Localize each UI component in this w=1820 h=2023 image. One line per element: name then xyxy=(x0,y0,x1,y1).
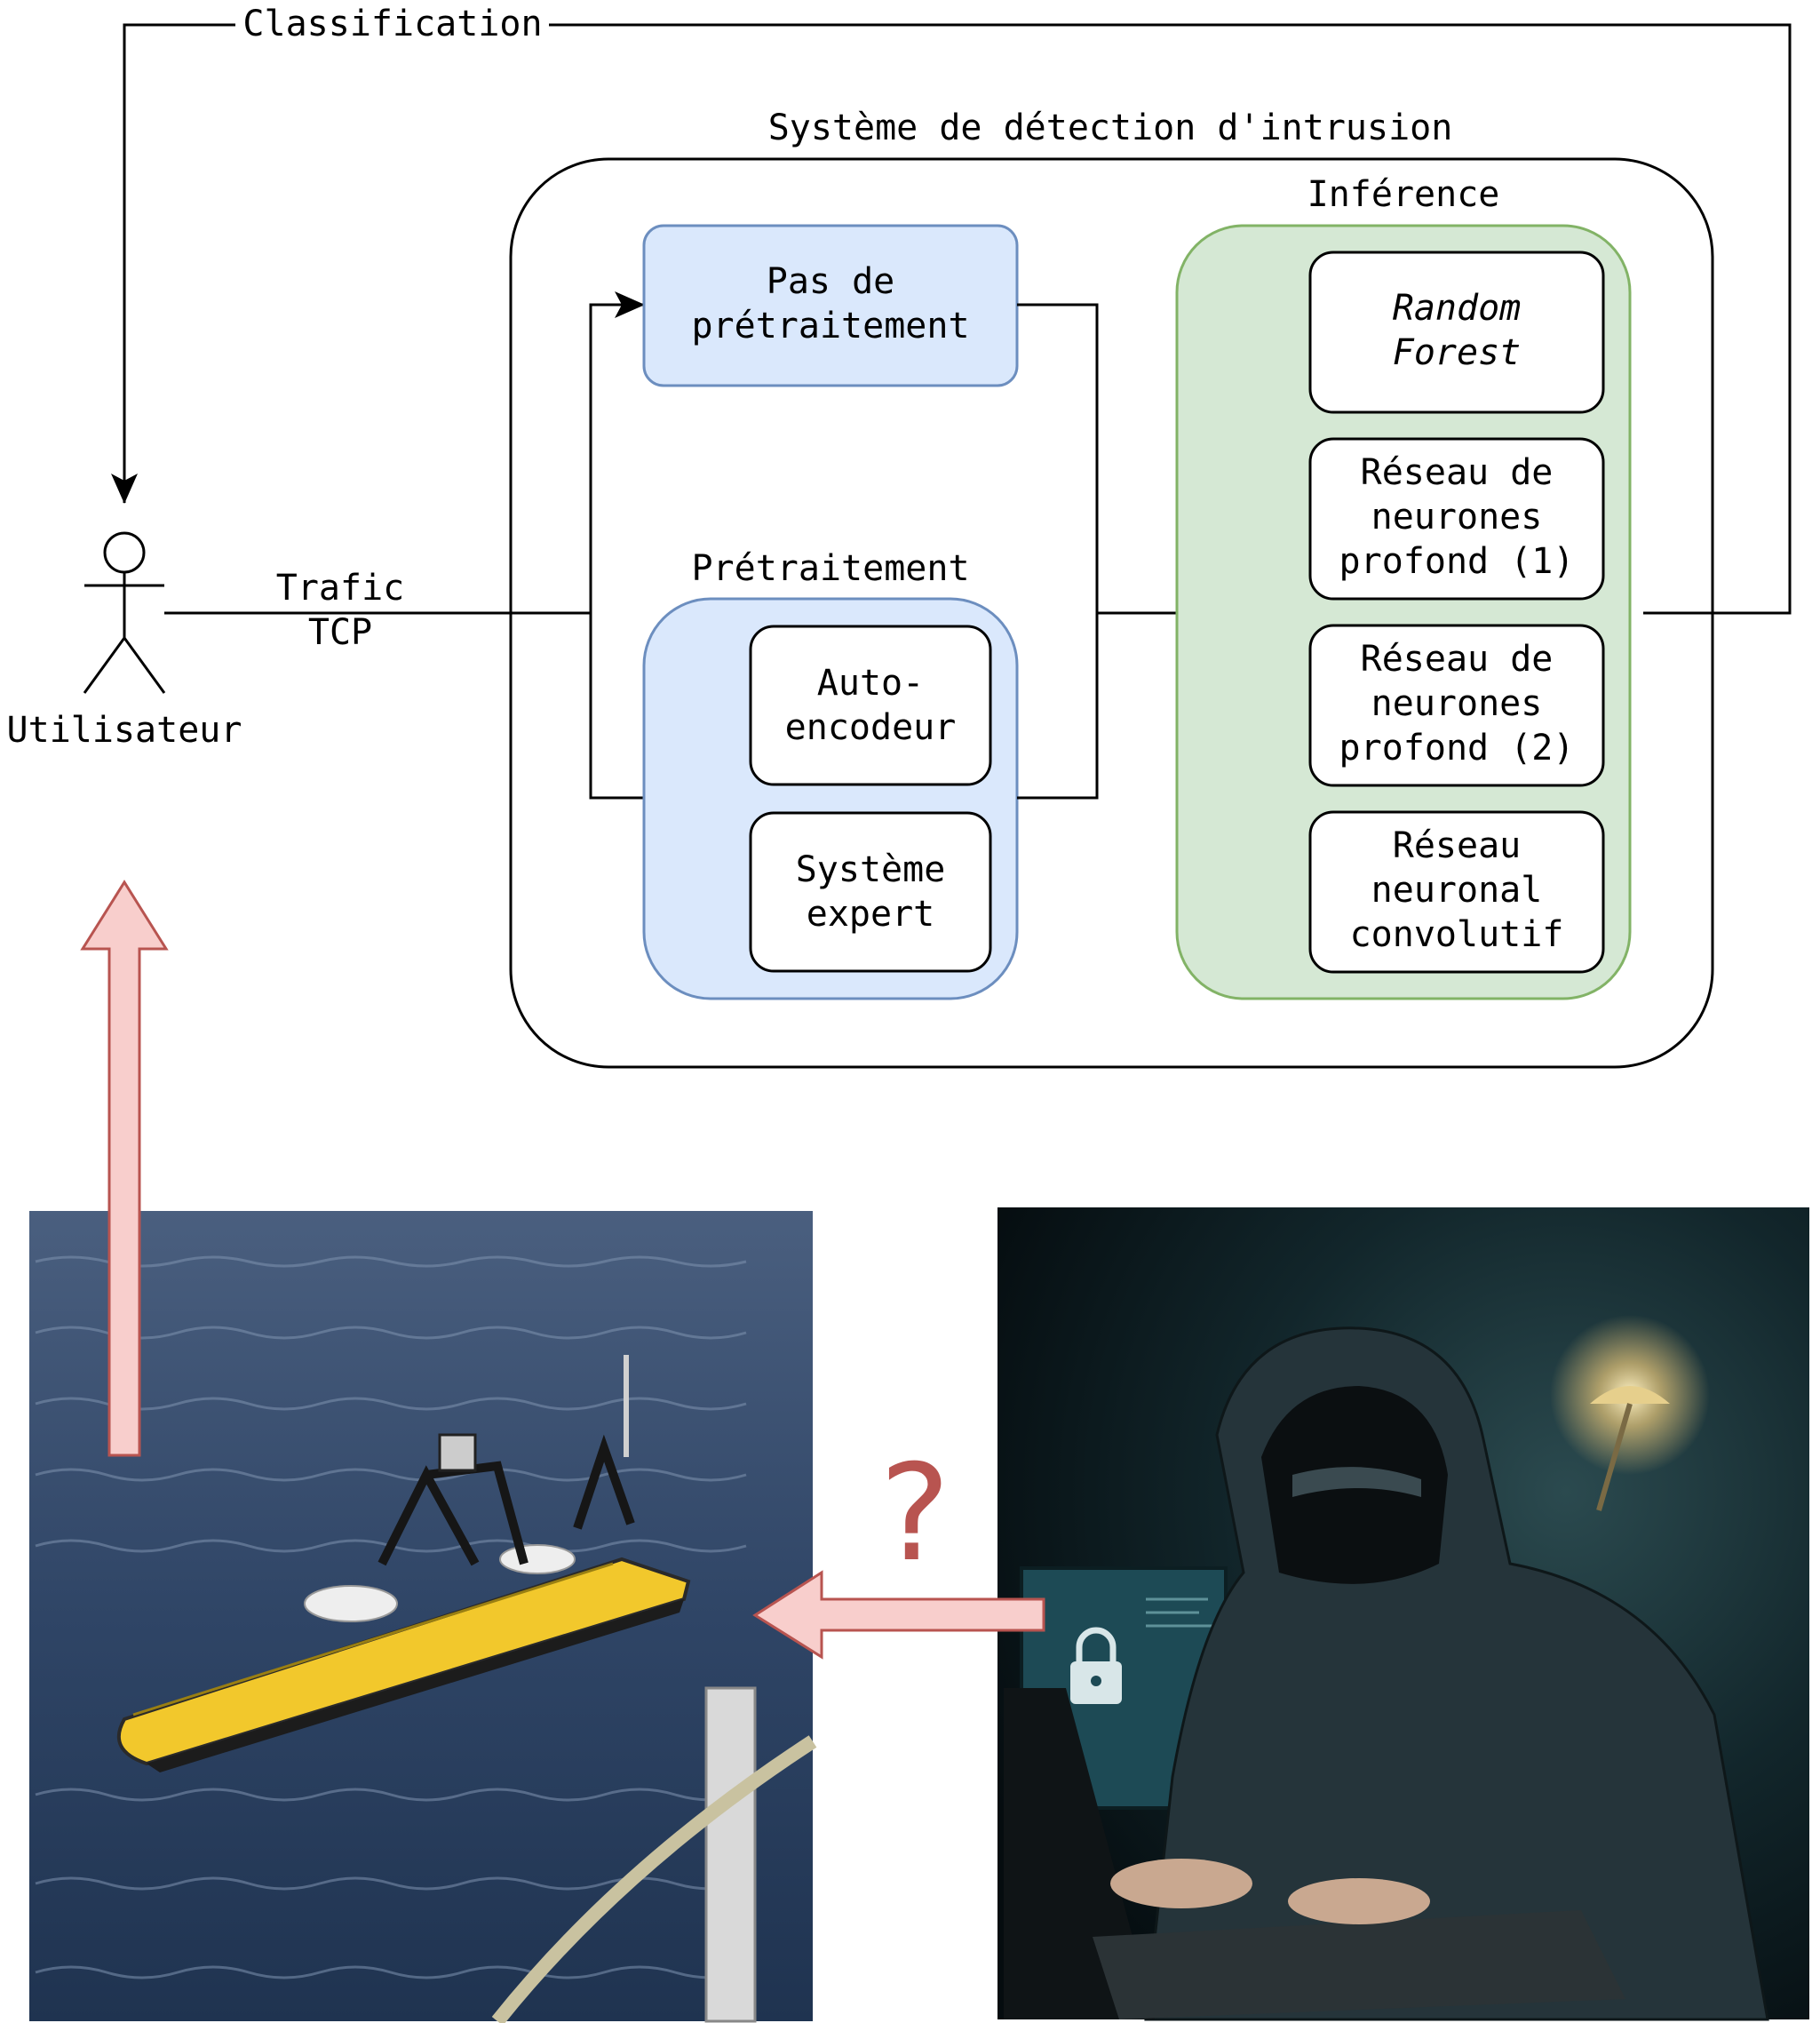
autoencoder-line1: Auto- xyxy=(817,663,924,704)
traffic-label-line1: Trafic xyxy=(276,568,405,609)
autoencoder-line2: encodeur xyxy=(785,707,957,748)
random-forest-line2: Forest xyxy=(1393,332,1522,373)
hacker-to-boat-arrow xyxy=(752,1570,1045,1660)
dnn1-line3: profond (1) xyxy=(1339,541,1575,582)
traffic-label-line2: TCP xyxy=(308,612,372,653)
dnn2-box xyxy=(1308,624,1605,787)
cnn-line3: convolutif xyxy=(1350,914,1564,955)
question-mark: ? xyxy=(879,1437,950,1591)
lock-icon xyxy=(1070,1627,1122,1704)
dnn2-line1: Réseau de xyxy=(1361,639,1554,680)
no-preprocessing-line1: Pas de xyxy=(767,261,895,302)
inference-group xyxy=(1175,224,1632,1000)
dnn1-box xyxy=(1308,437,1605,601)
classification-loop: Classification xyxy=(111,4,1792,615)
classification-label: Classification xyxy=(242,4,542,44)
random-forest-line1: Random xyxy=(1393,288,1522,329)
dnn1-line2: neurones xyxy=(1371,497,1543,538)
dnn2-line3: profond (2) xyxy=(1339,728,1575,769)
user-actor-icon xyxy=(83,531,166,694)
cnn-line2: neuronal xyxy=(1371,870,1543,911)
boat-photo xyxy=(29,1211,817,2023)
expert-system-box xyxy=(749,811,992,973)
no-preprocessing-line2: prétraitement xyxy=(691,306,969,346)
hacker-photo xyxy=(997,1207,1809,2021)
preprocessing-title: Prétraitement xyxy=(691,548,969,589)
expert-system-line1: Système xyxy=(796,849,946,890)
user-label: Utilisateur xyxy=(7,710,242,751)
dnn2-line2: neurones xyxy=(1371,683,1543,724)
ids-title: Système de détection d'intrusion xyxy=(768,108,1453,148)
expert-system-line2: expert xyxy=(807,894,935,935)
autoencoder-box xyxy=(749,625,992,786)
random-forest-box xyxy=(1308,251,1605,414)
cnn-line1: Réseau xyxy=(1393,825,1522,866)
cnn-box xyxy=(1308,810,1605,974)
boat-to-user-arrow xyxy=(80,880,169,1457)
inference-title: Inférence xyxy=(1307,174,1500,215)
dnn1-line1: Réseau de xyxy=(1361,452,1554,493)
